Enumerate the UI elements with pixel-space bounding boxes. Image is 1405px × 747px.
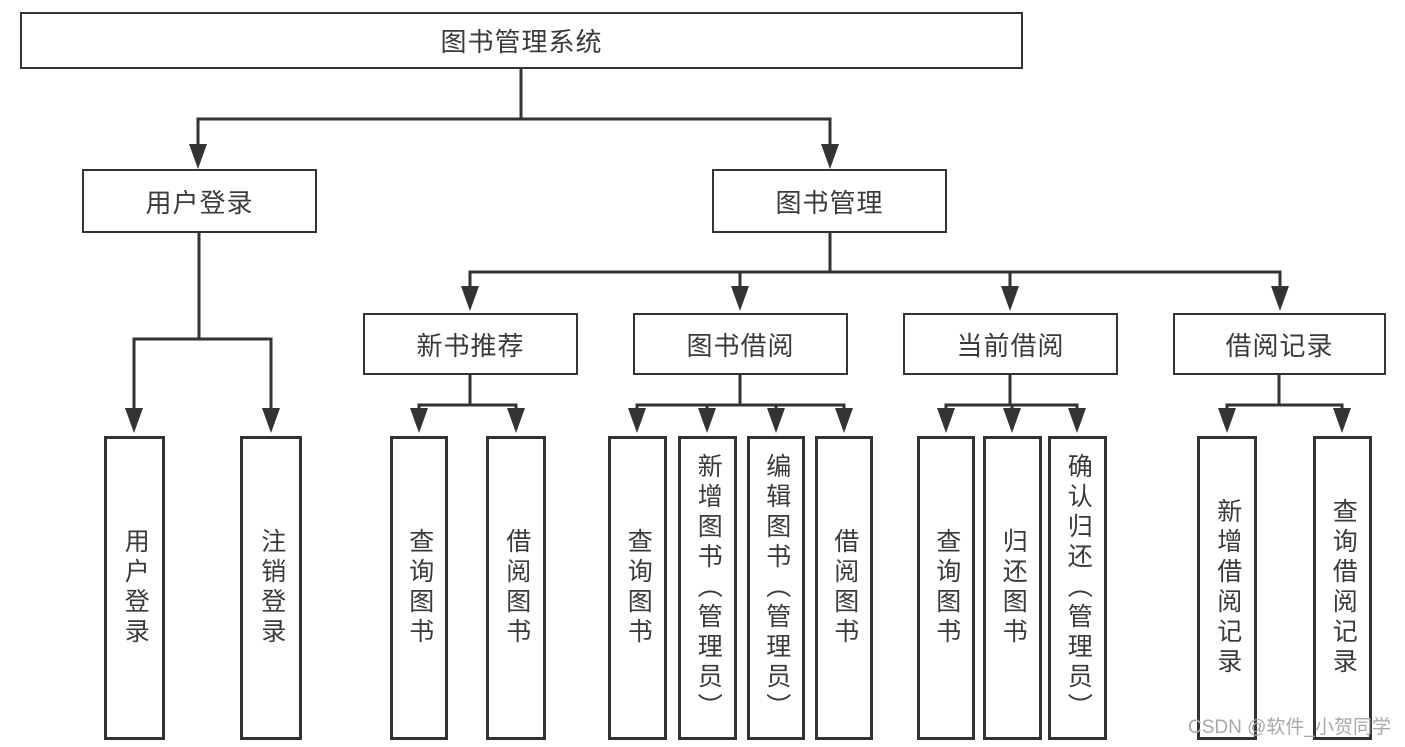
leaf-logout: 注销登录 — [240, 436, 302, 740]
node-current-borrowing: 当前借阅 — [903, 313, 1118, 375]
arrow-down-icon — [767, 408, 785, 433]
connector-borrowrecord-to-leaves — [1225, 373, 1344, 416]
arrow-down-icon — [410, 408, 428, 433]
leaf-query-borrow-record: 查询借阅记录 — [1313, 436, 1372, 740]
arrow-down-icon — [125, 408, 143, 433]
leaf-add-borrow-record: 新增借阅记录 — [1197, 436, 1257, 740]
leaf-query-books-current: 查询图书 — [917, 436, 975, 740]
arrow-down-icon — [461, 286, 479, 311]
connector-newbook-to-leaves — [417, 373, 518, 416]
node-new-book-recommendation: 新书推荐 — [363, 313, 578, 375]
arrow-down-icon — [262, 408, 280, 433]
leaf-borrow-books: 借阅图书 — [815, 436, 873, 740]
leaf-borrow-books-rec: 借阅图书 — [486, 436, 546, 740]
csdn-watermark: CSDN @软件_小贺同学 — [1188, 717, 1391, 738]
leaf-query-books-borrow: 查询图书 — [608, 436, 667, 740]
connector-bookborrow-to-leaves — [635, 373, 846, 416]
leaf-add-books-admin: 新增图书（管理员） — [678, 436, 737, 740]
arrow-down-icon — [1271, 286, 1289, 311]
arrow-down-icon — [1068, 408, 1086, 433]
node-root-library-system: 图书管理系统 — [20, 12, 1023, 69]
arrow-down-icon — [1001, 286, 1019, 311]
node-book-management: 图书管理 — [712, 169, 947, 233]
node-borrowing-records: 借阅记录 — [1173, 313, 1386, 375]
arrow-down-icon — [821, 144, 839, 169]
node-user-login: 用户登录 — [82, 169, 317, 233]
leaf-confirm-return-admin: 确认归还（管理员） — [1048, 436, 1107, 740]
arrow-down-icon — [1218, 408, 1236, 433]
leaf-edit-books-admin: 编辑图书（管理员） — [747, 436, 805, 740]
arrow-down-icon — [937, 408, 955, 433]
connector-bookmgmt-to-level3 — [468, 231, 1282, 294]
arrow-down-icon — [698, 408, 716, 433]
leaf-query-books-rec: 查询图书 — [390, 436, 448, 740]
connector-userlogin-to-leaves — [132, 231, 273, 416]
arrow-down-icon — [628, 408, 646, 433]
arrow-down-icon — [731, 286, 749, 311]
connector-root-to-level2 — [196, 67, 832, 152]
arrow-down-icon — [1003, 408, 1021, 433]
leaf-return-books: 归还图书 — [983, 436, 1042, 740]
arrow-down-icon — [1333, 408, 1351, 433]
arrow-down-icon — [189, 144, 207, 169]
arrow-down-icon — [507, 408, 525, 433]
leaf-user-login: 用户登录 — [104, 436, 165, 740]
arrow-down-icon — [835, 408, 853, 433]
node-book-borrowing: 图书借阅 — [633, 313, 848, 375]
